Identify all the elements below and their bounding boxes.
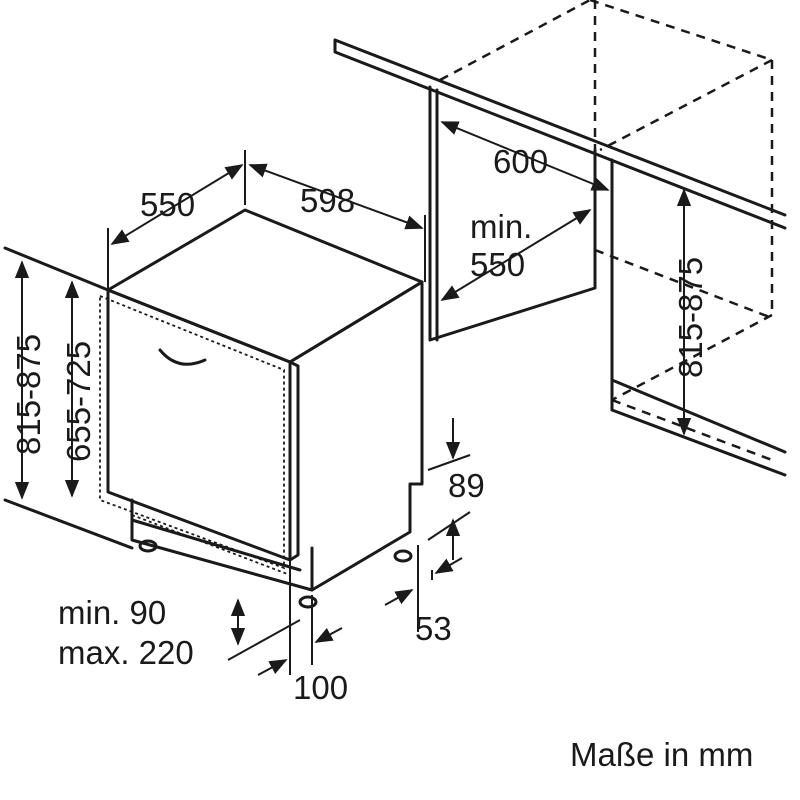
dim-setback-right: [434, 557, 463, 574]
door-edge: [288, 360, 300, 562]
niche-volume: [439, 0, 774, 462]
label-plinth-height: 89: [448, 467, 485, 504]
left-cabinet-side: [428, 85, 597, 342]
dim-overhang-left: [257, 659, 288, 676]
dimension-lines: [14, 121, 692, 676]
dim-setback-left: [384, 589, 414, 606]
dimension-labels: 550 598 600 min. 550 815-875 655-725 815…: [10, 143, 753, 773]
dim-depth: [110, 164, 244, 245]
label-width: 598: [300, 182, 355, 219]
label-plinth-setback: 53: [415, 610, 452, 647]
dim-overhang-right: [314, 627, 343, 643]
label-door-overhang: 100: [293, 669, 348, 706]
units-caption: Maße in mm: [570, 736, 753, 773]
dishwasher-top: [106, 208, 424, 364]
dim-width: [248, 163, 424, 230]
dim-niche-width: [440, 121, 610, 191]
label-height-right: 815-875: [672, 257, 709, 378]
floor-line-right: [610, 408, 787, 477]
label-door-height: 655-725: [60, 341, 97, 462]
dishwasher-side: [288, 280, 424, 592]
label-plinth-gap-min: min. 90: [58, 594, 166, 631]
label-height-left: 815-875: [10, 334, 47, 455]
kitchen-niche: [333, 0, 787, 477]
dim-niche-depth: [440, 209, 592, 301]
label-depth: 550: [140, 186, 195, 223]
door-handle: [158, 348, 207, 366]
label-niche-width: 600: [493, 143, 548, 180]
door-panel-outline: [99, 294, 285, 570]
adjustable-feet: [138, 539, 413, 609]
label-niche-depth-line1: min.: [470, 208, 532, 245]
right-cabinet-side: [610, 158, 787, 454]
left-reference-line: [3, 246, 134, 550]
countertop-front-edge: [333, 38, 787, 230]
label-plinth-gap-max: max. 220: [58, 634, 194, 671]
plinth-front: [130, 498, 314, 592]
label-niche-depth-line2: 550: [470, 246, 525, 283]
plinth-panel: [131, 514, 291, 576]
